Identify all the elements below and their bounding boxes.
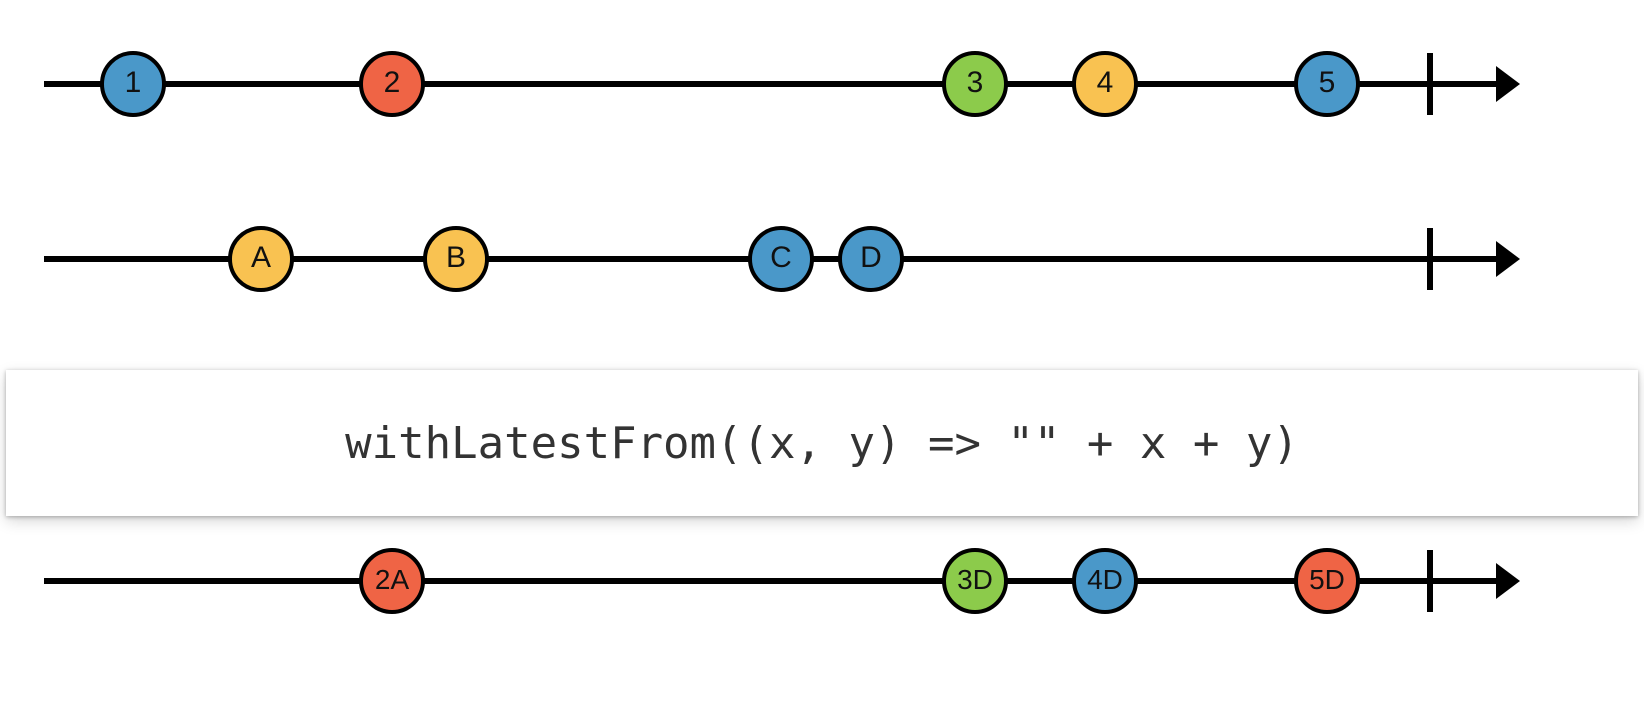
timeline-other: A B C D (0, 209, 1644, 309)
marble-label: 3D (957, 564, 993, 595)
marble-other-A[interactable]: A (228, 226, 294, 292)
marble-label: 5D (1309, 564, 1345, 595)
timeline-result: 2A 3D 4D 5D (0, 531, 1644, 631)
marble-other-D[interactable]: D (838, 226, 904, 292)
marble-result-2A[interactable]: 2A (359, 548, 425, 614)
marble-label: 3 (966, 66, 984, 99)
marble-label: C (770, 241, 792, 274)
timeline-source: 1 2 3 4 5 (0, 34, 1644, 134)
operator-label: withLatestFrom((x, y) => "" + x + y) (345, 417, 1299, 469)
marble-label: 4 (1096, 66, 1114, 99)
marble-label: 1 (124, 66, 142, 99)
marble-label: 5 (1318, 66, 1336, 99)
marble-other-B[interactable]: B (423, 226, 489, 292)
marble-source-4[interactable]: 4 (1072, 51, 1138, 117)
axis-arrowhead-icon (1496, 241, 1520, 277)
marble-source-3[interactable]: 3 (942, 51, 1008, 117)
axis-arrowhead-icon (1496, 563, 1520, 599)
marble-label: 2 (383, 66, 401, 99)
marble-other-C[interactable]: C (748, 226, 814, 292)
marble-label: 4D (1087, 564, 1123, 595)
marble-label: D (860, 241, 882, 274)
marble-result-5D[interactable]: 5D (1294, 548, 1360, 614)
marble-label: 2A (374, 564, 410, 595)
marble-label: B (445, 241, 466, 274)
marble-source-2[interactable]: 2 (359, 51, 425, 117)
operator-box: withLatestFrom((x, y) => "" + x + y) (6, 370, 1638, 516)
marble-label: A (250, 241, 271, 274)
marble-result-4D[interactable]: 4D (1072, 548, 1138, 614)
axis-arrowhead-icon (1496, 66, 1520, 102)
marble-source-5[interactable]: 5 (1294, 51, 1360, 117)
marble-source-1[interactable]: 1 (100, 51, 166, 117)
timeline-axis-source (44, 53, 1520, 115)
timeline-axis-result (44, 550, 1520, 612)
marble-result-3D[interactable]: 3D (942, 548, 1008, 614)
